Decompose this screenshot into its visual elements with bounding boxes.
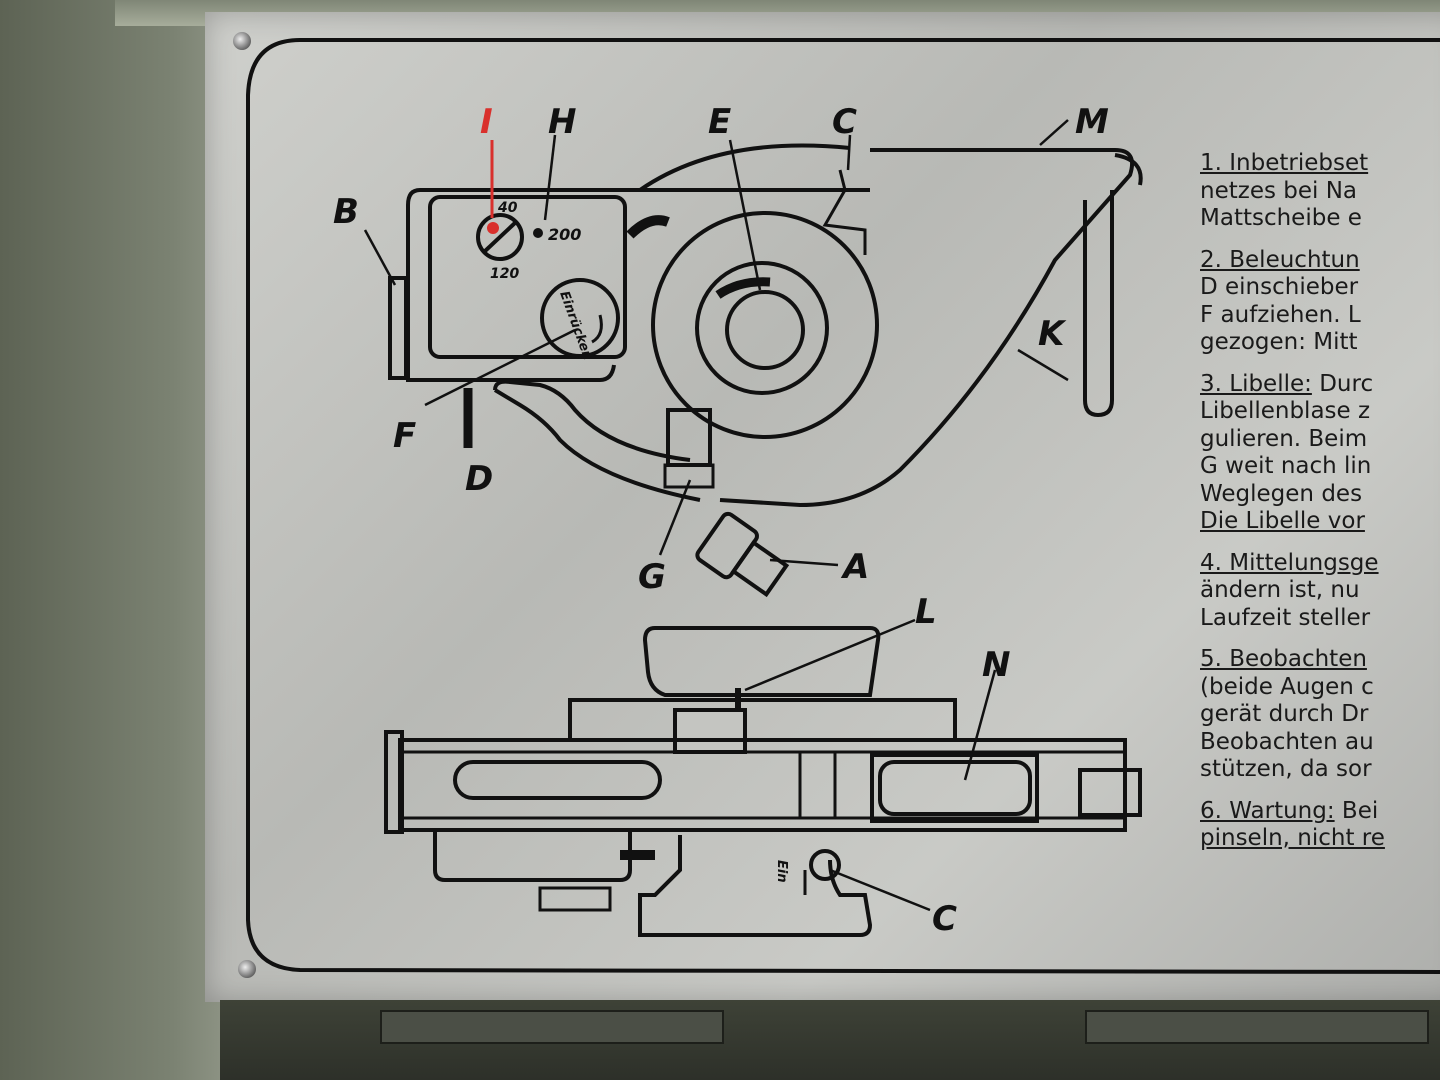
leader-lines-upper (363, 119, 1069, 567)
top-view-drawing (384, 626, 1142, 937)
pointer-c (822, 169, 867, 255)
eyepiece-inner (725, 290, 805, 370)
instruction-3: 3. Libelle: Durc Libellenblase z guliere… (1200, 371, 1440, 536)
instruction-3-tail: Durc (1311, 370, 1374, 397)
label-d: D (465, 459, 493, 499)
side-view-drawing (388, 143, 1143, 598)
eyepiece-mark (715, 277, 771, 299)
instruction-2-head: 2. Beleuchtun (1200, 246, 1360, 273)
knurl-g (663, 463, 715, 489)
dial-dot-200 (533, 228, 543, 238)
rail-strip-left (380, 1010, 724, 1044)
rear-arc (638, 143, 851, 192)
instruction-2-line-3: gezogen: Mitt (1200, 329, 1358, 355)
label-a: A (840, 547, 869, 587)
eyepiece-outer (651, 211, 879, 439)
instruction-4: 4. Mittelungsge ändern ist, nu Laufzeit … (1200, 550, 1440, 633)
instruction-3-line-2: gulieren. Beim (1200, 425, 1368, 452)
label-c-bottom: C (932, 899, 957, 939)
instruction-3-line-3: G weit nach lin (1200, 453, 1372, 479)
plate-border (246, 38, 1440, 974)
instruction-3-line-4: Weglegen des (1200, 480, 1363, 507)
window-frame-n (870, 753, 1039, 823)
instruction-1-head: 1. Inbetriebset (1200, 150, 1369, 176)
plate-screw-top (233, 32, 251, 50)
mount-plate (568, 698, 957, 742)
instruction-6: 6. Wartung: Bei pinseln, nicht re (1200, 798, 1440, 853)
instruction-6-tail: Bei (1334, 797, 1379, 824)
label-e: E (708, 102, 731, 142)
label-m: M (1075, 102, 1109, 142)
instruction-1: 1. Inbetriebset netzes bei Na Mattscheib… (1200, 150, 1440, 233)
dial-mark-200: 200 (548, 225, 581, 244)
indicator-dot-i (487, 222, 499, 234)
instruction-5-line-3: Beobachten au (1200, 728, 1374, 755)
dial-mark-40: 40 (497, 200, 518, 216)
instruction-6-head: 6. Wartung: (1200, 797, 1335, 824)
switch-text: Ein (774, 860, 789, 883)
instruction-3-head: 3. Libelle: (1200, 370, 1312, 397)
instruction-2: 2. Beleuchtun D einschieber F aufziehen.… (1200, 247, 1440, 357)
instruction-4-line-2: Laufzeit steller (1200, 604, 1371, 631)
label-g: G (638, 557, 666, 597)
slider-l (673, 708, 747, 754)
objective-housing (642, 626, 881, 697)
instruction-2-line-1: D einschieber (1200, 274, 1359, 300)
lever-k (1083, 190, 1114, 418)
dial-mark-120: 120 (490, 266, 519, 282)
label-f: F (393, 416, 416, 456)
base-foot (638, 835, 873, 937)
end-cap (1078, 768, 1142, 817)
instruction-5-line-1: (beide Augen c (1200, 673, 1374, 700)
window-n (878, 760, 1032, 816)
instruction-5-line-4: stützen, da sor (1200, 756, 1372, 782)
instruction-5-head: 5. Beobachten (1200, 646, 1367, 672)
body-tip (1114, 153, 1143, 186)
instruction-3-line-1: Libellenblase z (1200, 398, 1371, 424)
instruction-plate (205, 12, 1440, 1002)
instruction-3-line-5: Die Libelle vor (1200, 508, 1365, 534)
body-outline (719, 148, 1135, 508)
instruction-6-line-1: pinseln, nicht re (1200, 825, 1385, 851)
label-c-top: C (832, 102, 857, 142)
knurl-lower (538, 886, 612, 912)
label-b: B (333, 192, 359, 232)
leader-lines-lower (744, 618, 997, 912)
label-k: K (1038, 314, 1067, 354)
lower-swoop (493, 388, 701, 502)
instruction-4-head: 4. Mittelungsge (1200, 549, 1379, 576)
lower-box (433, 830, 632, 882)
clip-shape (626, 215, 670, 239)
label-n: N (982, 645, 1010, 685)
dial-h (476, 213, 524, 261)
instruction-2-line-2: F aufziehen. L (1200, 301, 1361, 328)
instruction-1-line-1: netzes bei Na (1200, 177, 1358, 204)
plate-screw-bottom (238, 960, 256, 978)
instruction-5: 5. Beobachten (beide Augen c gerät durch… (1200, 646, 1440, 784)
housing-bottom-rail (220, 1000, 1440, 1080)
label-l: L (915, 592, 937, 632)
switch-c (809, 849, 841, 881)
control-panel (428, 195, 627, 359)
rail-strip-right (1085, 1010, 1429, 1044)
slot-left (453, 760, 662, 800)
instruction-1-line-2: Mattscheibe e (1200, 205, 1362, 231)
instruction-5-line-2: gerät durch Dr (1200, 701, 1369, 727)
instruction-text: 1. Inbetriebset netzes bei Na Mattscheib… (1200, 150, 1440, 960)
knurled-wheel-lower (384, 730, 404, 834)
knurled-wheel-b (388, 276, 408, 380)
eyepiece-mid (695, 261, 829, 395)
instruction-4-line-1: ändern ist, nu (1200, 577, 1360, 603)
label-h: H (548, 102, 576, 142)
label-i: I (480, 102, 493, 142)
knob-f (540, 278, 620, 358)
